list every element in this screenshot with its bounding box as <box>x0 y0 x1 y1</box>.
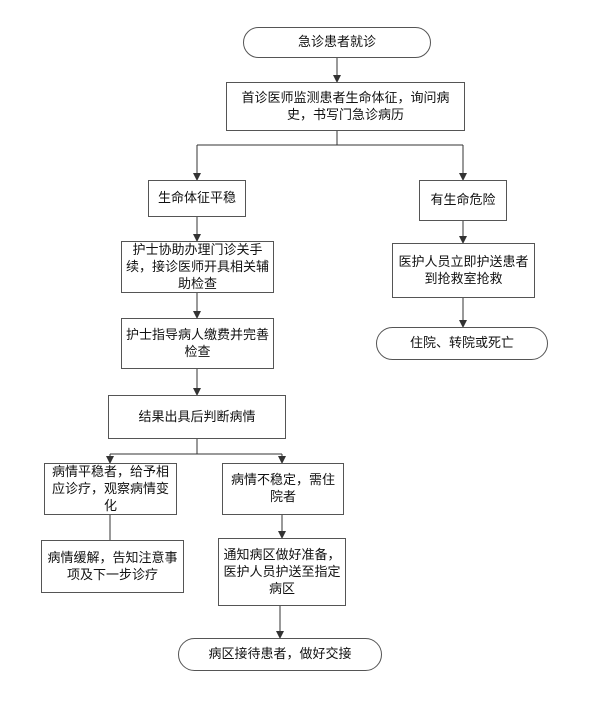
node-nurse-assist-label: 护士协助办理门诊关手 续，接诊医师开具相关辅 助检查 <box>126 242 270 292</box>
node-life-threatening: 有生命危险 <box>419 180 507 221</box>
node-start: 急诊患者就诊 <box>243 27 431 58</box>
node-relieved-label: 病情缓解，告知注意事 项及下一步诊疗 <box>47 550 178 583</box>
node-outcome-label: 住院、转院或死亡 <box>409 336 514 351</box>
node-relieved: 病情缓解，告知注意事 项及下一步诊疗 <box>41 540 184 593</box>
node-escort-rescue: 医护人员立即护送患者 到抢救室抢救 <box>392 243 535 298</box>
node-ward-receive: 病区接待患者，做好交接 <box>178 638 382 671</box>
node-notify-ward: 通知病区做好准备， 医护人员护送至指定 病区 <box>218 538 346 606</box>
node-judge-results-label: 结果出具后判断病情 <box>138 409 256 425</box>
node-stable-condition-label: 病情平稳者，给予相 应诊疗，观察病情变 化 <box>51 464 169 514</box>
node-nurse-guide: 护士指导病人缴费并完善 检查 <box>121 318 274 369</box>
node-unstable-condition-label: 病情不稳定，需住 院者 <box>230 473 335 505</box>
node-start-label: 急诊患者就诊 <box>297 35 376 50</box>
node-ward-receive-label: 病区接待患者，做好交接 <box>208 647 352 662</box>
node-nurse-assist: 护士协助办理门诊关手 续，接诊医师开具相关辅 助检查 <box>121 241 274 293</box>
node-initial-assessment: 首诊医师监测患者生命体征，询问病 史，书写门急诊病历 <box>226 82 465 131</box>
node-life-threatening-label: 有生命危险 <box>430 193 496 208</box>
node-escort-rescue-label: 医护人员立即护送患者 到抢救室抢救 <box>398 254 529 287</box>
node-notify-ward-label: 通知病区做好准备， 医护人员护送至指定 病区 <box>223 547 341 597</box>
node-unstable-condition: 病情不稳定，需住 院者 <box>222 463 344 515</box>
node-stable-condition: 病情平稳者，给予相 应诊疗，观察病情变 化 <box>44 463 177 515</box>
node-nurse-guide-label: 护士指导病人缴费并完善 检查 <box>126 327 270 360</box>
node-stable-vitals-label: 生命体征平稳 <box>157 191 236 206</box>
node-judge-results: 结果出具后判断病情 <box>108 395 286 439</box>
node-stable-vitals: 生命体征平稳 <box>148 180 246 217</box>
node-initial-assessment-label: 首诊医师监测患者生命体征，询问病 史，书写门急诊病历 <box>241 90 450 123</box>
node-outcome: 住院、转院或死亡 <box>376 327 548 360</box>
